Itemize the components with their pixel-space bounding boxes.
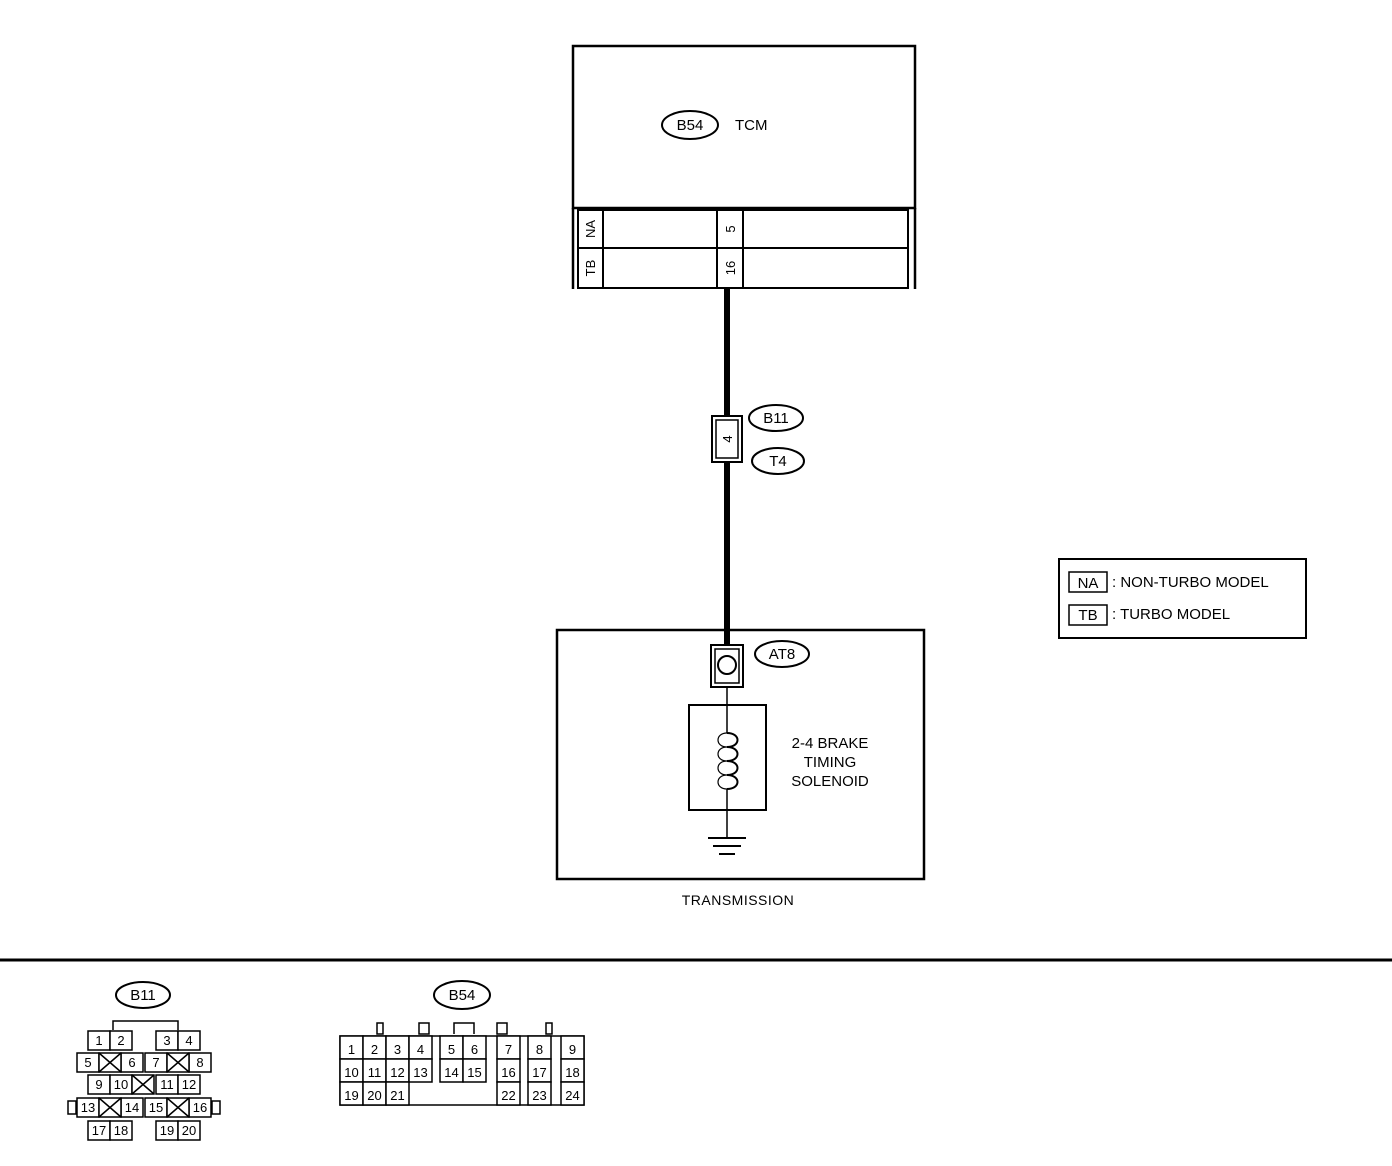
- inline-connector-pin: 4: [720, 435, 735, 442]
- b11-pin-1: 1: [95, 1033, 102, 1048]
- tcm-badge-oval: [661, 110, 719, 140]
- at8-connector: AT8: [710, 640, 810, 688]
- b11-pin-20: 20: [182, 1123, 196, 1138]
- solenoid-label-line2: TIMING: [804, 754, 857, 771]
- solenoid-coil-icon: [726, 732, 739, 790]
- transmission-box: TRANSMISSION: [555, 628, 926, 908]
- b54-pin-19: 19: [344, 1088, 358, 1103]
- b11-face-badge: B11: [130, 987, 156, 1004]
- b54-pin-7: 7: [505, 1042, 512, 1057]
- b54-pin-15: 15: [467, 1065, 481, 1080]
- b11-pin-19: 19: [160, 1123, 174, 1138]
- b54-pin-15-cell: [462, 1058, 487, 1083]
- at8-badge: AT8: [769, 646, 795, 663]
- tcm-row-code-tb: TB: [583, 260, 598, 277]
- b54-pin-24: 24: [565, 1088, 579, 1103]
- tcm-row-code-na: NA: [583, 220, 598, 238]
- b11-pin-12-cell: [177, 1074, 201, 1095]
- b11-face-badge-oval: [115, 981, 171, 1009]
- b11-pin-3: 3: [163, 1033, 170, 1048]
- b11-pin-7: 7: [152, 1055, 159, 1070]
- b11-pin-14: 14: [125, 1100, 139, 1115]
- b11-badge-oval: [748, 404, 804, 432]
- legend: NA : NON-TURBO MODEL TB : TURBO MODEL: [1058, 558, 1307, 639]
- tcm-connector-table: NA 5 TB 16: [577, 209, 909, 289]
- b11-pin-20-cell: [177, 1120, 201, 1141]
- b54-pin-21-cell: [385, 1081, 410, 1106]
- b54-pin-10: 10: [344, 1065, 358, 1080]
- b11-pin-5: 5: [84, 1055, 91, 1070]
- b54-pin-4: 4: [417, 1042, 424, 1057]
- b54-pin-17: 17: [532, 1065, 546, 1080]
- b54-pin-3: 3: [394, 1042, 401, 1057]
- blank-cavity-x: [166, 1052, 190, 1073]
- legend-text-na: : NON-TURBO MODEL: [1112, 574, 1269, 591]
- b54-pin-12: 12: [390, 1065, 404, 1080]
- transmission-caption: TRANSMISSION: [682, 892, 795, 908]
- b11-pin-2: 2: [117, 1033, 124, 1048]
- blank-cavity-x: [98, 1097, 122, 1118]
- tcm-unit: B54 TCM: [571, 44, 917, 289]
- b54-pin-11: 11: [368, 1065, 382, 1080]
- b54-face-badge-oval: [433, 980, 491, 1010]
- b54-face-badge: B54: [449, 987, 476, 1004]
- b54-pin-2: 2: [371, 1042, 378, 1057]
- b54-pin-9: 9: [569, 1042, 576, 1057]
- b54-pin-1: 1: [348, 1042, 355, 1057]
- inline-connector-b11-t4: 4 B11 T4: [711, 404, 805, 475]
- b11-pin-12: 12: [182, 1077, 196, 1092]
- tcm-label: TCM: [735, 117, 768, 134]
- b11-pin-16: 16: [193, 1100, 207, 1115]
- tcm-row-pin-5: 5: [723, 225, 738, 232]
- tcm-row-pin-16: 16: [723, 261, 738, 275]
- b54-pin-22-cell: [496, 1081, 521, 1106]
- b54-pin-23-cell: [527, 1081, 552, 1106]
- blank-cavity-x: [98, 1052, 122, 1073]
- b54-pin-5: 5: [448, 1042, 455, 1057]
- legend-text-tb: : TURBO MODEL: [1112, 606, 1230, 623]
- b54-pin-6: 6: [471, 1042, 478, 1057]
- b11-pin-18-cell: [109, 1120, 133, 1141]
- b54-pin-23: 23: [532, 1088, 546, 1103]
- b54-pin-13: 13: [413, 1065, 427, 1080]
- solenoid-label-line1: 2-4 BRAKE: [792, 735, 869, 752]
- b11-pin-11: 11: [160, 1077, 174, 1092]
- solenoid-label-line3: SOLENOID: [791, 773, 869, 790]
- b11-pin-15: 15: [149, 1100, 163, 1115]
- t4-badge: T4: [769, 453, 787, 470]
- b54-pin-16: 16: [501, 1065, 515, 1080]
- b11-pin-4: 4: [185, 1033, 192, 1048]
- at8-badge-oval: [754, 640, 810, 668]
- b11-pin-9: 9: [95, 1077, 102, 1092]
- b11-pin-13: 13: [81, 1100, 95, 1115]
- b54-pin-20: 20: [367, 1088, 381, 1103]
- b11-pin-18: 18: [114, 1123, 128, 1138]
- b54-pin-24-cell: [560, 1081, 585, 1106]
- b54-pin-8: 8: [536, 1042, 543, 1057]
- b54-pin-22: 22: [501, 1088, 515, 1103]
- b54-pin-14: 14: [444, 1065, 458, 1080]
- b11-badge: B11: [763, 410, 789, 427]
- b11-pin-8: 8: [196, 1055, 203, 1070]
- tcm-badge: B54: [677, 117, 704, 134]
- ground-icon: [708, 837, 746, 855]
- b54-pin-18: 18: [565, 1065, 579, 1080]
- t4-badge-oval: [751, 447, 805, 475]
- b11-pin-10: 10: [114, 1077, 128, 1092]
- b54-pin-13-cell: [408, 1058, 433, 1083]
- blank-cavity-x: [166, 1097, 190, 1118]
- legend-code-tb: TB: [1078, 607, 1097, 624]
- solenoid: 2-4 BRAKE TIMING SOLENOID: [688, 687, 869, 855]
- b11-pin-6: 6: [128, 1055, 135, 1070]
- b11-pin-4-cell: [177, 1030, 201, 1051]
- b11-pin-2-cell: [109, 1030, 133, 1051]
- blank-cavity-x: [131, 1074, 155, 1095]
- b54-pin-21: 21: [390, 1088, 404, 1103]
- b11-pin-17: 17: [92, 1123, 106, 1138]
- legend-code-na: NA: [1078, 575, 1099, 592]
